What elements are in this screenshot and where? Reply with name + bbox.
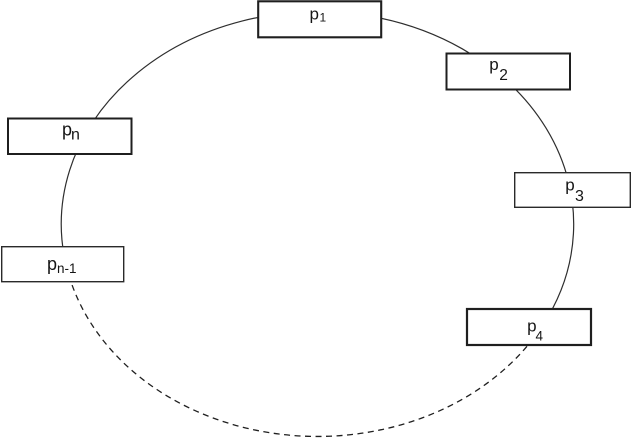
svg-text:p: p	[310, 5, 319, 24]
svg-text:p: p	[489, 55, 498, 74]
svg-text:3: 3	[575, 188, 584, 205]
svg-text:1: 1	[320, 11, 327, 25]
svg-text:p: p	[47, 254, 57, 274]
svg-text:4: 4	[536, 328, 544, 343]
svg-text:p: p	[565, 175, 574, 194]
svg-text:n: n	[71, 127, 80, 144]
svg-text:p: p	[527, 317, 536, 336]
svg-text:p: p	[62, 120, 72, 140]
svg-text:2: 2	[499, 67, 508, 84]
svg-text:n-1: n-1	[57, 261, 77, 276]
